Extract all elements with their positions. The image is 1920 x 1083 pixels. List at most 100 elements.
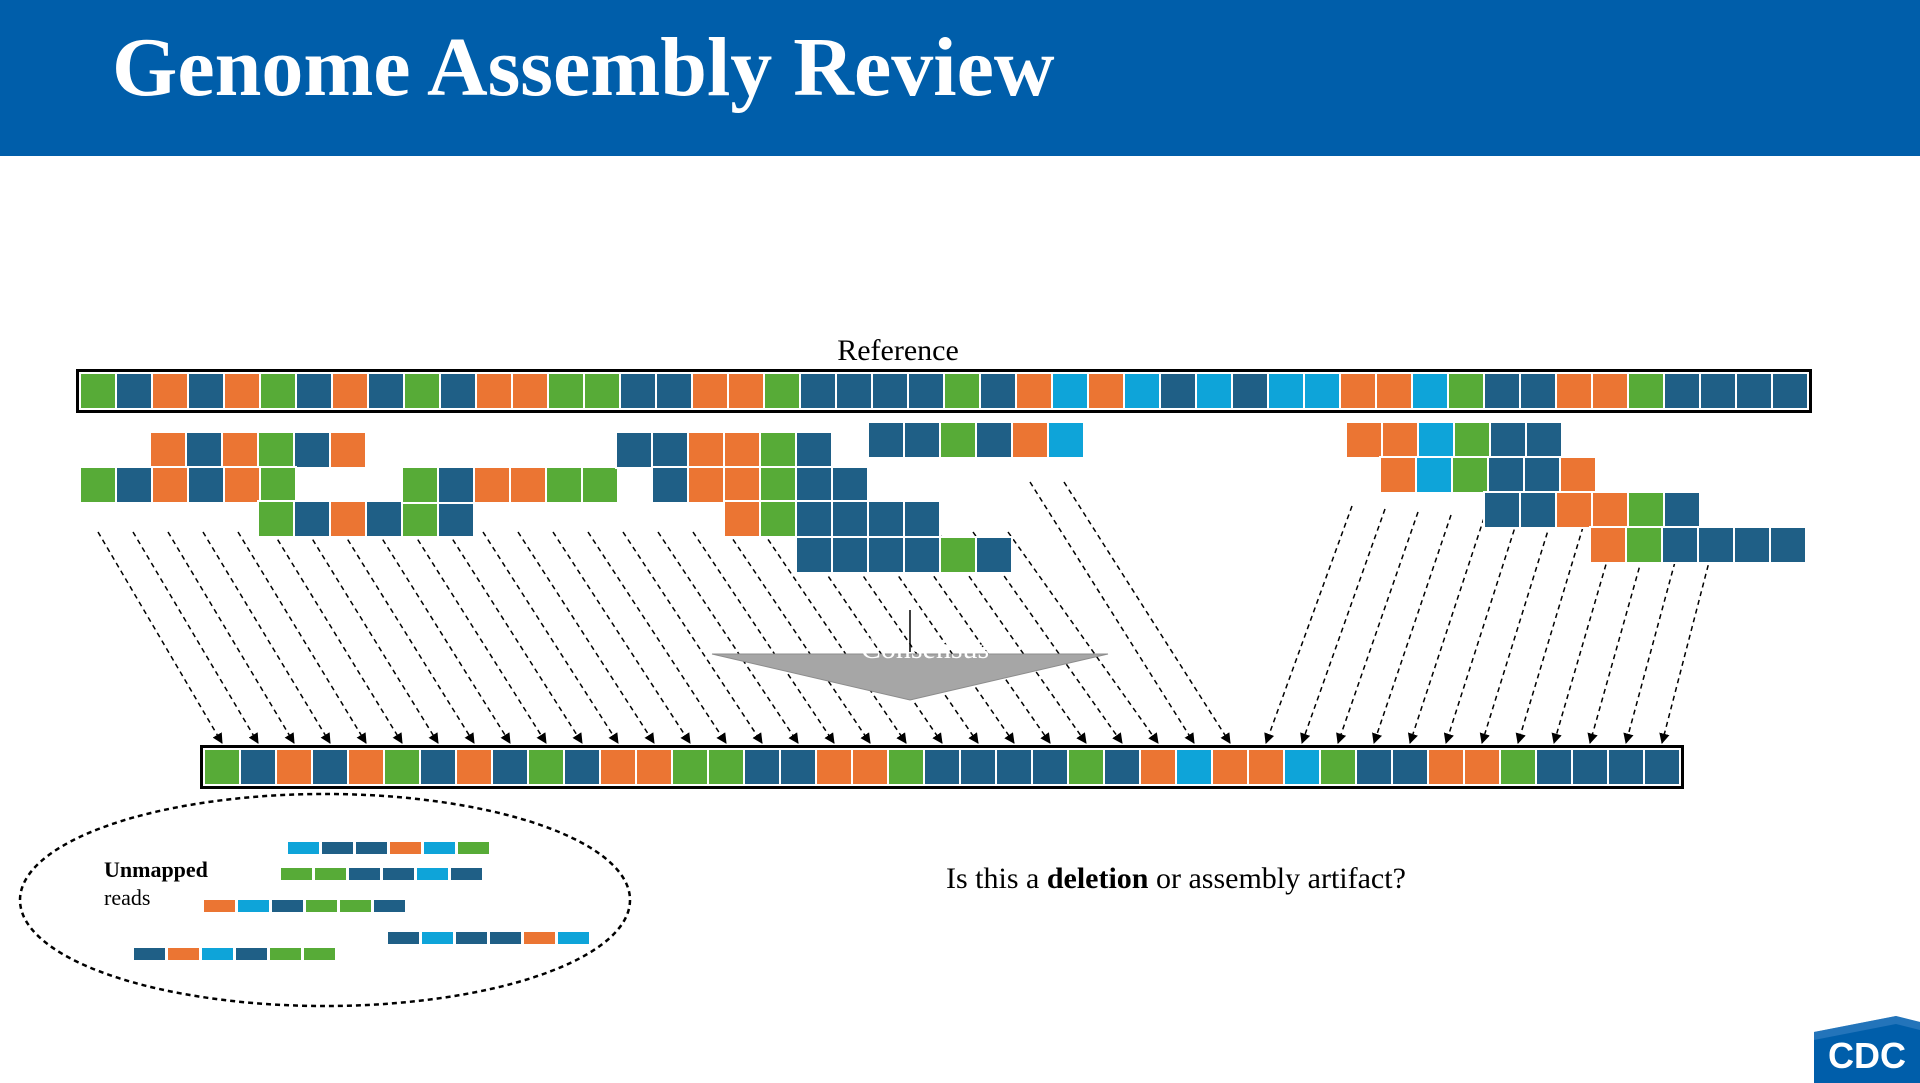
mapping-arrow	[342, 531, 475, 744]
unmapped-base	[422, 932, 453, 944]
read-base	[223, 466, 261, 504]
reference-base	[1303, 372, 1341, 410]
unmapped-sublabel: reads	[104, 885, 150, 910]
unmapped-base	[340, 900, 371, 912]
consensus-base	[923, 748, 961, 786]
slide-title: Genome Assembly Review	[112, 21, 1055, 114]
unmapped-base	[458, 842, 489, 854]
consensus-base	[1391, 748, 1429, 786]
read-base	[831, 500, 869, 538]
reference-base	[727, 372, 765, 410]
mapping-arrow	[517, 531, 655, 744]
mapping-arrow	[167, 531, 295, 744]
consensus-base	[275, 748, 313, 786]
read-base	[903, 536, 941, 574]
unmapped-base	[315, 868, 346, 880]
read-base	[831, 536, 869, 574]
mapping-arrow	[867, 531, 1015, 744]
consensus-base	[311, 748, 349, 786]
mapping-arrow	[657, 531, 799, 744]
read-base	[651, 466, 689, 504]
consensus-base	[1103, 748, 1141, 786]
mapping-arrow	[797, 531, 943, 744]
aligned-read	[1483, 491, 1701, 529]
reference-base	[763, 372, 801, 410]
mapping-arrow	[1372, 514, 1452, 744]
mapping-arrow	[1587, 532, 1650, 745]
reference-base	[979, 372, 1017, 410]
unmapped-base	[417, 868, 448, 880]
read-base	[795, 500, 833, 538]
read-base	[1559, 456, 1597, 494]
read-base	[473, 466, 511, 504]
reference-base	[115, 372, 153, 410]
reference-base	[1555, 372, 1593, 410]
consensus-base	[1319, 748, 1357, 786]
read-base	[939, 421, 977, 459]
mapping-arrow	[1264, 505, 1353, 744]
reference-base	[1447, 372, 1485, 410]
read-base	[759, 431, 797, 469]
mapping-arrow	[272, 531, 403, 744]
consensus-base	[1175, 748, 1213, 786]
cdc-logo-text: CDC	[1828, 1035, 1906, 1076]
unmapped-base	[288, 842, 319, 854]
consensus-base	[635, 748, 673, 786]
unmapped-base	[168, 948, 199, 960]
read-base	[581, 466, 619, 504]
consensus-base	[1607, 748, 1645, 786]
consensus-base	[1283, 748, 1321, 786]
mapping-arrow	[1443, 520, 1518, 745]
read-base	[759, 500, 797, 538]
consensus-base	[1247, 748, 1285, 786]
read-base	[1523, 456, 1561, 494]
question-text: Is this a deletion or assembly artifact?	[946, 862, 1406, 895]
read-base	[79, 466, 117, 504]
reference-base	[151, 372, 189, 410]
reference-base	[511, 372, 549, 410]
mapping-arrow	[447, 531, 583, 744]
consensus-border	[200, 745, 1684, 789]
read-base	[257, 500, 295, 538]
mapping-arrow	[97, 531, 223, 744]
read-base	[939, 536, 977, 574]
reference-border	[76, 369, 1812, 413]
reference-base	[1339, 372, 1377, 410]
reference-base	[1771, 372, 1809, 410]
aligned-read	[867, 421, 1085, 459]
unmapped-reads-ellipse	[18, 792, 632, 1008]
unmapped-base	[238, 900, 269, 912]
read-base	[1697, 526, 1735, 564]
consensus-base	[455, 748, 493, 786]
consensus-sequence	[200, 745, 1684, 789]
read-base	[795, 466, 833, 504]
consensus-base	[743, 748, 781, 786]
consensus-base	[887, 748, 925, 786]
read-base	[329, 431, 367, 469]
mapping-arrow	[412, 531, 547, 744]
reference-base	[1051, 372, 1089, 410]
unmapped-base	[383, 868, 414, 880]
title-bar: Genome Assembly Review	[0, 0, 1920, 156]
reference-base	[619, 372, 657, 410]
unmapped-read	[134, 948, 335, 960]
consensus-base	[1211, 748, 1249, 786]
mapping-arrow	[1007, 531, 1159, 744]
read-base	[115, 466, 153, 504]
reference-base	[1519, 372, 1557, 410]
read-base	[687, 466, 725, 504]
consensus-base	[1031, 748, 1069, 786]
mapping-arrow	[1300, 508, 1386, 744]
read-base	[187, 466, 225, 504]
question-part-2: or assembly artifact?	[1149, 862, 1406, 895]
consensus-base	[1067, 748, 1105, 786]
consensus-base	[995, 748, 1033, 786]
unmapped-base	[374, 900, 405, 912]
read-base	[1379, 456, 1417, 494]
read-base	[795, 536, 833, 574]
aligned-read	[149, 431, 367, 469]
reference-base	[475, 372, 513, 410]
consensus-base	[527, 748, 565, 786]
unmapped-base	[134, 948, 165, 960]
